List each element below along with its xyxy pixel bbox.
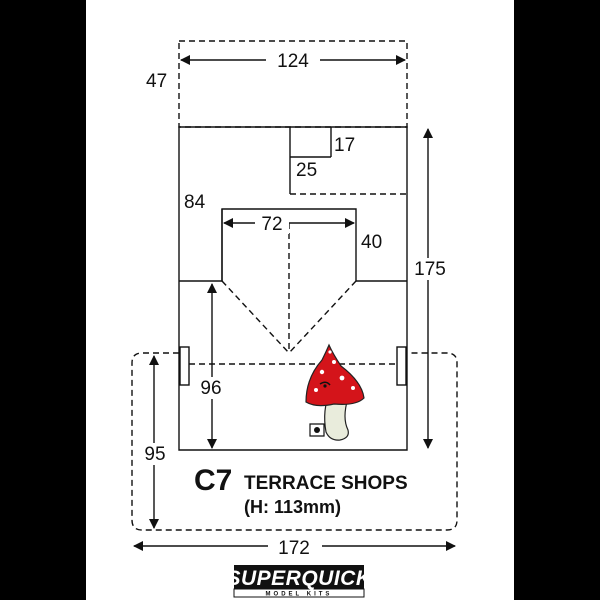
dim-label-25: 25 [296, 160, 317, 181]
dim-label-175: 175 [414, 259, 446, 280]
dim-label-40: 40 [361, 232, 382, 253]
upper-dashed-outline [178, 40, 408, 128]
dim-label-17: 17 [334, 135, 355, 156]
kit-code: C7 [194, 464, 232, 497]
dim-label-96: 96 [200, 378, 221, 399]
dim-label-95: 95 [144, 444, 165, 465]
dim-label-84: 84 [184, 192, 206, 213]
superquick-logo: SUPERQUICK MODEL KITS [226, 565, 372, 598]
inner-court-outline [179, 208, 407, 282]
dim-label-172: 172 [278, 538, 310, 559]
dim-label-47: 47 [146, 71, 167, 92]
left-tab [179, 346, 190, 386]
dim-label-72: 72 [261, 214, 282, 235]
mushroom-mascot-icon [305, 343, 365, 441]
v-dashed-left [221, 280, 290, 354]
kit-height: (H: 113mm) [244, 497, 341, 517]
v-dashed-right [288, 280, 357, 354]
kit-name: TERRACE SHOPS [244, 473, 408, 494]
logo-brand-text: SUPERQUICK [226, 567, 372, 590]
dim-label-124: 124 [277, 51, 309, 72]
logo-tagline-text: MODEL KITS [266, 592, 333, 598]
right-tab [396, 346, 407, 386]
